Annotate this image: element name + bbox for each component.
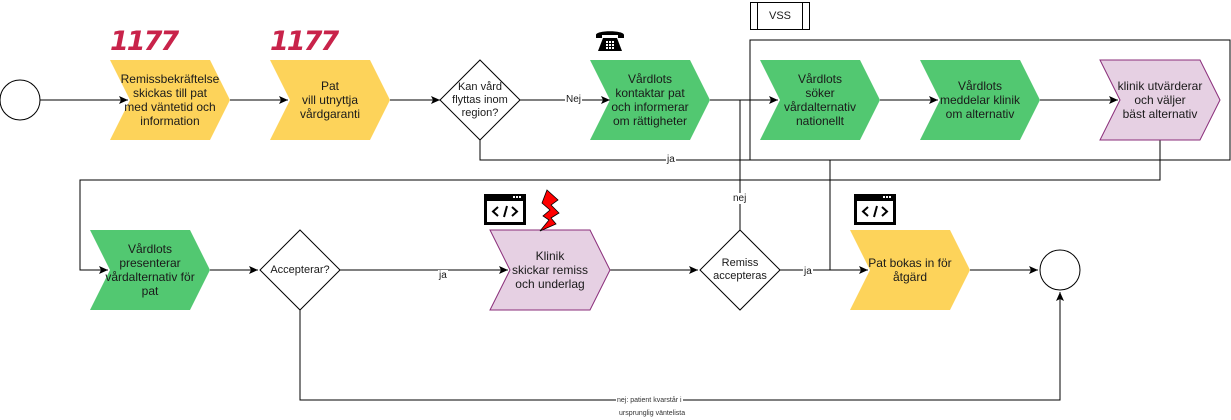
decision-remiss-accepteras[interactable]: [699, 229, 781, 311]
edge-label-nej-remiss: nej: [732, 193, 748, 204]
node-pat-bokas[interactable]: [850, 230, 970, 310]
node-pat-vardgaranti[interactable]: [270, 60, 390, 140]
telephone-icon: [596, 31, 624, 51]
end-event[interactable]: [1039, 249, 1081, 291]
node-klinik-utvarderar[interactable]: [1099, 59, 1221, 141]
vss-container-label: VSS: [750, 2, 810, 30]
edge-label-ja-accepterar: ja: [438, 270, 448, 281]
node-vardlots-meddelar[interactable]: [920, 60, 1040, 140]
code-window-icon: [484, 194, 526, 225]
decision-kan-vard-flyttas[interactable]: [439, 59, 521, 141]
edge-label-nej-patient-line2: ursprunglig väntelista: [618, 409, 687, 418]
node-klinik-skickar[interactable]: [489, 229, 611, 311]
edge-klinik-to-presenterar: [79, 140, 1161, 274]
vss-label: VSS: [768, 10, 791, 22]
node-remissbekraftelse[interactable]: [110, 60, 230, 140]
code-window-icon: [854, 194, 896, 225]
edge-label-nej-patient-line1: nej: patient kvarstår i: [616, 396, 683, 405]
edge-ja-region: [479, 140, 750, 161]
edge-label-nej-region: Nej: [565, 94, 583, 105]
logo-1177: 1177: [270, 26, 339, 57]
logo-1177: 1177: [110, 26, 179, 57]
edge-label-ja-region: ja: [666, 154, 676, 165]
decision-accepterar[interactable]: [259, 229, 341, 311]
edge-label-ja-remiss: ja: [803, 266, 813, 277]
node-vardlots-soker[interactable]: [760, 60, 880, 140]
start-event[interactable]: [0, 79, 41, 121]
node-vardlots-kontaktar[interactable]: [590, 60, 710, 140]
lightning-icon: [539, 189, 560, 232]
node-vardlots-presenterar[interactable]: [90, 230, 210, 310]
